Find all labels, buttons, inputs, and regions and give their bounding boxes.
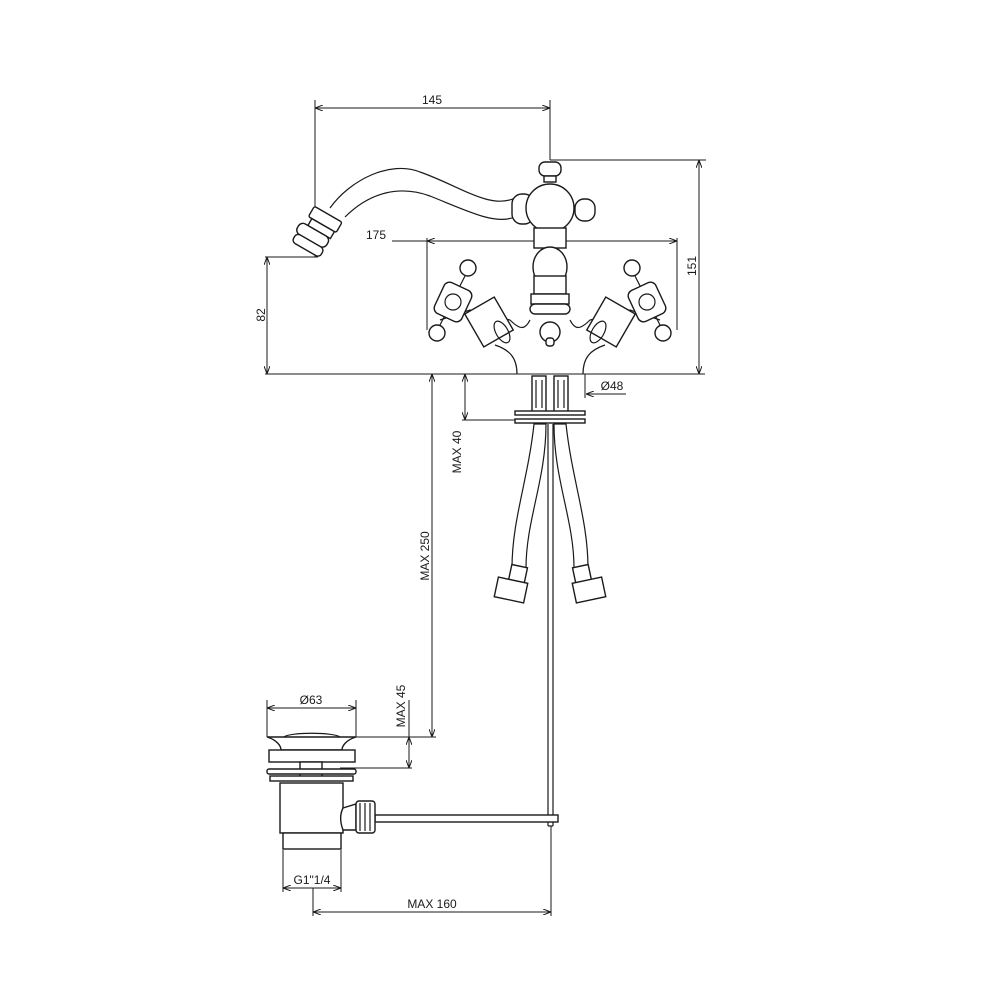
flexible-hoses [493, 423, 607, 604]
right-cross-handle [585, 259, 672, 348]
dim-63-label: Ø63 [300, 693, 323, 707]
left-cross-handle [428, 259, 515, 348]
dim-151-label: 151 [685, 256, 699, 276]
dim-max45-label: MAX 45 [394, 684, 408, 727]
dim-145-label: 145 [422, 93, 442, 107]
dim-82-label: 82 [254, 308, 268, 322]
pop-up-rod [374, 424, 559, 827]
pop-up-drain [266, 732, 376, 850]
faucet-spout [292, 167, 535, 257]
mounting-shanks [514, 375, 586, 424]
dim-max250-label: MAX 250 [418, 531, 432, 581]
dim-175-label: 175 [366, 228, 386, 242]
dim-max40-label: MAX 40 [450, 430, 464, 473]
dim-48-label: Ø48 [601, 379, 624, 393]
faucet-body [439, 161, 661, 375]
dim-thread-label: G1"1/4 [294, 873, 331, 887]
dim-max160-label: MAX 160 [407, 897, 457, 911]
